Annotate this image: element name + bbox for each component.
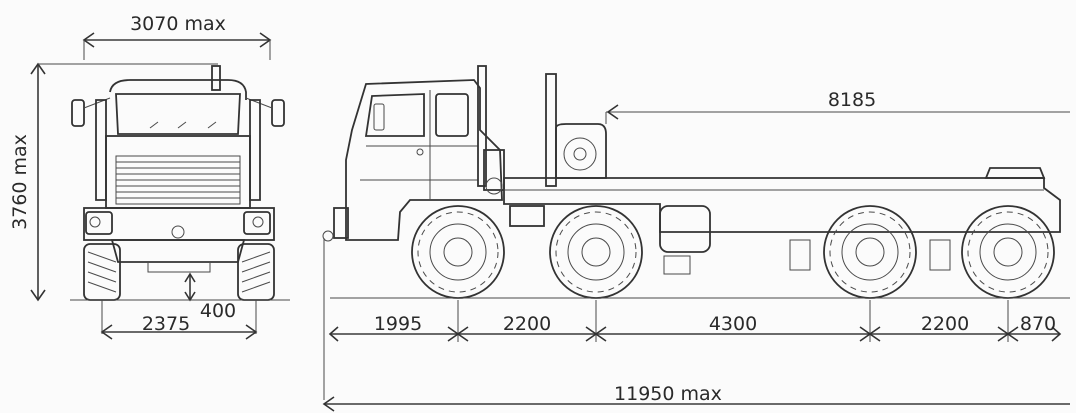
axle-spacing-dimensions: 1995 2200 4300 2200 870 [323, 238, 1062, 400]
dim-platform-length: 8185 [828, 89, 876, 111]
dim-wheelbase-1: 2200 [503, 313, 551, 335]
overall-length-dimension: 11950 max [322, 383, 1070, 412]
wheel-4 [961, 205, 1055, 299]
dim-rear-overhang: 870 [1020, 313, 1056, 335]
dim-height: 3760 max [9, 134, 31, 230]
ground-clearance-dimension: 400 [184, 272, 236, 322]
width-dimension: 3070 max [82, 13, 272, 60]
dim-ground-clearance: 400 [200, 300, 236, 322]
dim-front-overhang: 1995 [374, 313, 422, 335]
front-truck-body [70, 65, 290, 301]
dim-wheelbase-2: 4300 [709, 313, 757, 335]
height-dimension: 3760 max [9, 62, 218, 302]
platform-length-dimension: 8185 [605, 89, 1070, 124]
wheel-3 [823, 205, 917, 299]
track-dimension: 2375 [100, 300, 258, 340]
dim-front-width: 3070 max [130, 13, 226, 35]
dim-track: 2375 [142, 313, 190, 335]
dim-wheelbase-3: 2200 [921, 313, 969, 335]
side-view: 8185 1995 2200 4300 2200 870 [322, 65, 1070, 412]
wheel-2 [549, 205, 643, 299]
side-truck-body [322, 65, 1070, 299]
front-view: 3070 max 3760 max [9, 13, 290, 340]
wheel-1 [411, 205, 505, 299]
dim-overall-length: 11950 max [614, 383, 722, 405]
